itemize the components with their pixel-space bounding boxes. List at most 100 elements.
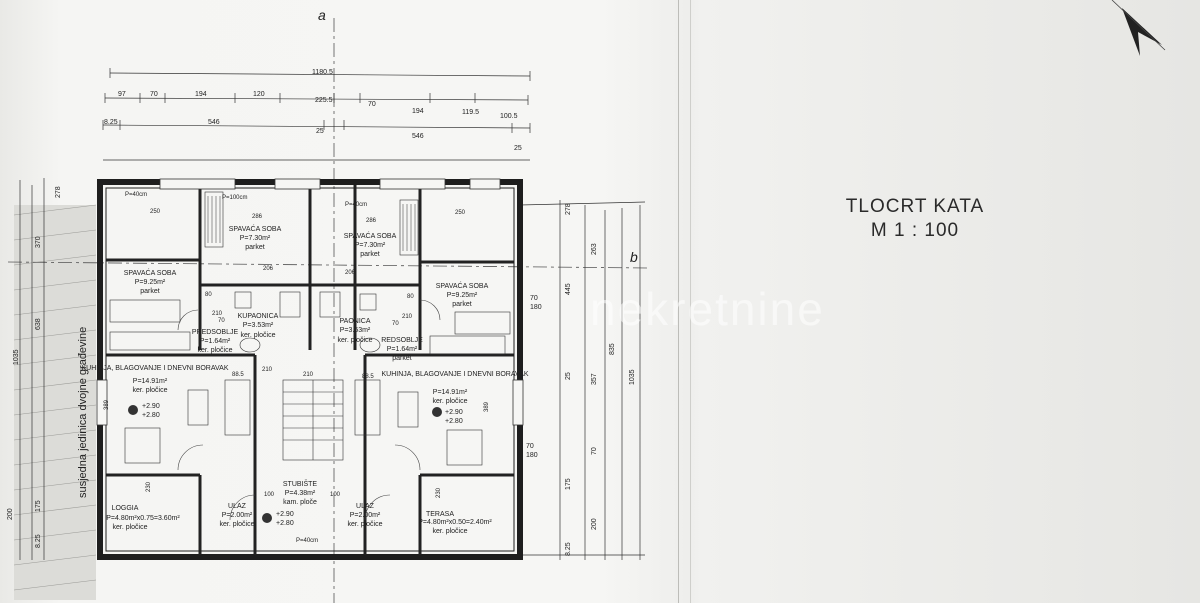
room-area: P=1.64m² [200, 338, 231, 345]
dim-interior: 250 [455, 210, 466, 216]
dim-right: 445 [565, 283, 572, 295]
room-name: KUHINJA, BLAGOVANJE I DNEVNI BORAVAK [81, 365, 228, 372]
room-floor: parket [140, 288, 160, 295]
dim-interior: 230 [436, 487, 442, 498]
dim-interior: 88.5 [362, 374, 374, 380]
room-area: P=4.80m²x0.75=3.60m² [106, 515, 180, 522]
dim-right: 25 [565, 372, 572, 380]
level-value: +2.80 [142, 412, 160, 419]
dim-left: 200 [7, 508, 14, 520]
room-name: PAONICA [340, 318, 371, 325]
dim-right: 357 [591, 373, 598, 385]
opening-note: P=40cm [125, 192, 147, 198]
room-name: SPAVAĆA SOBA [229, 224, 282, 233]
dim-top: 194 [412, 108, 424, 115]
room-area: P=7.30m² [240, 235, 271, 242]
drawing-title: TLOCRT KATA [845, 196, 985, 217]
title-block: TLOCRT KATA M 1 : 100 [800, 196, 1030, 242]
dim-left: 1035 [13, 349, 20, 365]
dim-interior: 286 [366, 218, 377, 224]
neighbour-hatch [13, 204, 97, 600]
room-floor: ker. pločice [132, 387, 167, 394]
dim-right: 200 [591, 518, 598, 530]
dim-top: 194 [195, 91, 207, 98]
dim-total: 1180.5 [312, 69, 333, 76]
dim-interior: 286 [252, 214, 263, 220]
dim-right: 180 [526, 452, 538, 459]
room-area: P=1.64m² [387, 346, 418, 353]
opening-note: P=100cm [222, 195, 248, 201]
room-floor: parket [452, 301, 472, 308]
neighbour-label: susjedna jedinica dvojne građevine [77, 327, 89, 498]
opening-note: P=40cm [296, 538, 318, 544]
room-area: P=4.80m²x0.50=2.40m² [418, 519, 492, 526]
dim-top: 70 [368, 101, 376, 108]
room-area: P=14.91m² [433, 389, 468, 396]
dim-right: 70 [530, 295, 538, 302]
room-floor: parket [392, 355, 412, 362]
dim-left: 175 [35, 500, 42, 512]
room-name: ULAZ [356, 503, 375, 510]
dim-interior: 389 [104, 399, 110, 410]
dim-interior: 80 [407, 294, 414, 300]
dim-right: 263 [591, 243, 598, 255]
dim-top: 70 [150, 91, 158, 98]
room-area: P=14.91m² [133, 378, 168, 385]
dim-top: 119.5 [462, 109, 479, 116]
dim-right: 70 [526, 443, 534, 450]
room-area: P=2.00m² [350, 512, 381, 519]
dim-interior: 389 [484, 401, 490, 412]
dim-right: 278 [565, 203, 572, 215]
room-floor: ker. pločice [432, 528, 467, 535]
dim-interior: 70 [392, 321, 399, 327]
dim-interior: 206 [345, 270, 356, 276]
room-floor: parket [245, 244, 265, 251]
room-area: P=7.30m² [355, 242, 386, 249]
dim-right: 180 [530, 304, 542, 311]
dim-top: 100.5 [500, 113, 518, 120]
opening-note: P=40cm [345, 202, 367, 208]
room-floor: ker. pločice [432, 398, 467, 405]
dim-right: 70 [591, 447, 598, 455]
room-name: SPAVAĆA SOBA [124, 268, 177, 277]
level-value: +2.90 [276, 511, 294, 518]
dim-right: 835 [609, 343, 616, 355]
room-floor: ker. pločice [337, 337, 372, 344]
dim-right: 175 [565, 478, 572, 490]
room-name: SPAVAĆA SOBA [344, 231, 397, 240]
dim-top: 8.25 [104, 119, 118, 126]
dim-left: 638 [35, 318, 42, 330]
dim-top: 120 [253, 91, 265, 98]
dim-interior: 210 [262, 367, 273, 373]
room-area: P=3.53m² [243, 322, 274, 329]
room-name: PREDSOBLJE [192, 329, 239, 336]
room-area: P=9.25m² [135, 279, 166, 286]
dim-top: 225.5 [315, 97, 333, 104]
watermark: nekretnine [590, 283, 825, 335]
room-name: LOGGIA [112, 505, 139, 512]
room-floor: ker. pločice [197, 347, 232, 354]
dim-interior: 100 [264, 492, 275, 498]
room-name: REDSOBLJE [381, 337, 423, 344]
room-name: STUBIŠTE [283, 479, 318, 488]
north-arrow-icon [1111, 0, 1166, 56]
dim-right: 8.25 [565, 542, 572, 556]
drawing-scale: M 1 : 100 [870, 220, 960, 241]
level-value: +2.80 [445, 418, 463, 425]
level-value: +2.80 [276, 520, 294, 527]
room-name: ULAZ [228, 503, 247, 510]
room-area: P=9.25m² [447, 292, 478, 299]
page-edge [690, 0, 691, 603]
level-value: +2.90 [445, 409, 463, 416]
axis-b-label: b [630, 249, 638, 265]
dim-interior: 210 [402, 314, 413, 320]
dim-top: 546 [208, 119, 220, 126]
room-floor: ker. pločice [219, 521, 254, 528]
dim-interior: 250 [150, 209, 161, 215]
dim-left: 370 [35, 236, 42, 248]
room-floor: ker. pločice [240, 332, 275, 339]
dim-top: 546 [412, 133, 424, 140]
dim-interior: 88.5 [232, 372, 244, 378]
room-name: KUHINJA, BLAGOVANJE I DNEVNI BORAVAK [381, 371, 528, 378]
